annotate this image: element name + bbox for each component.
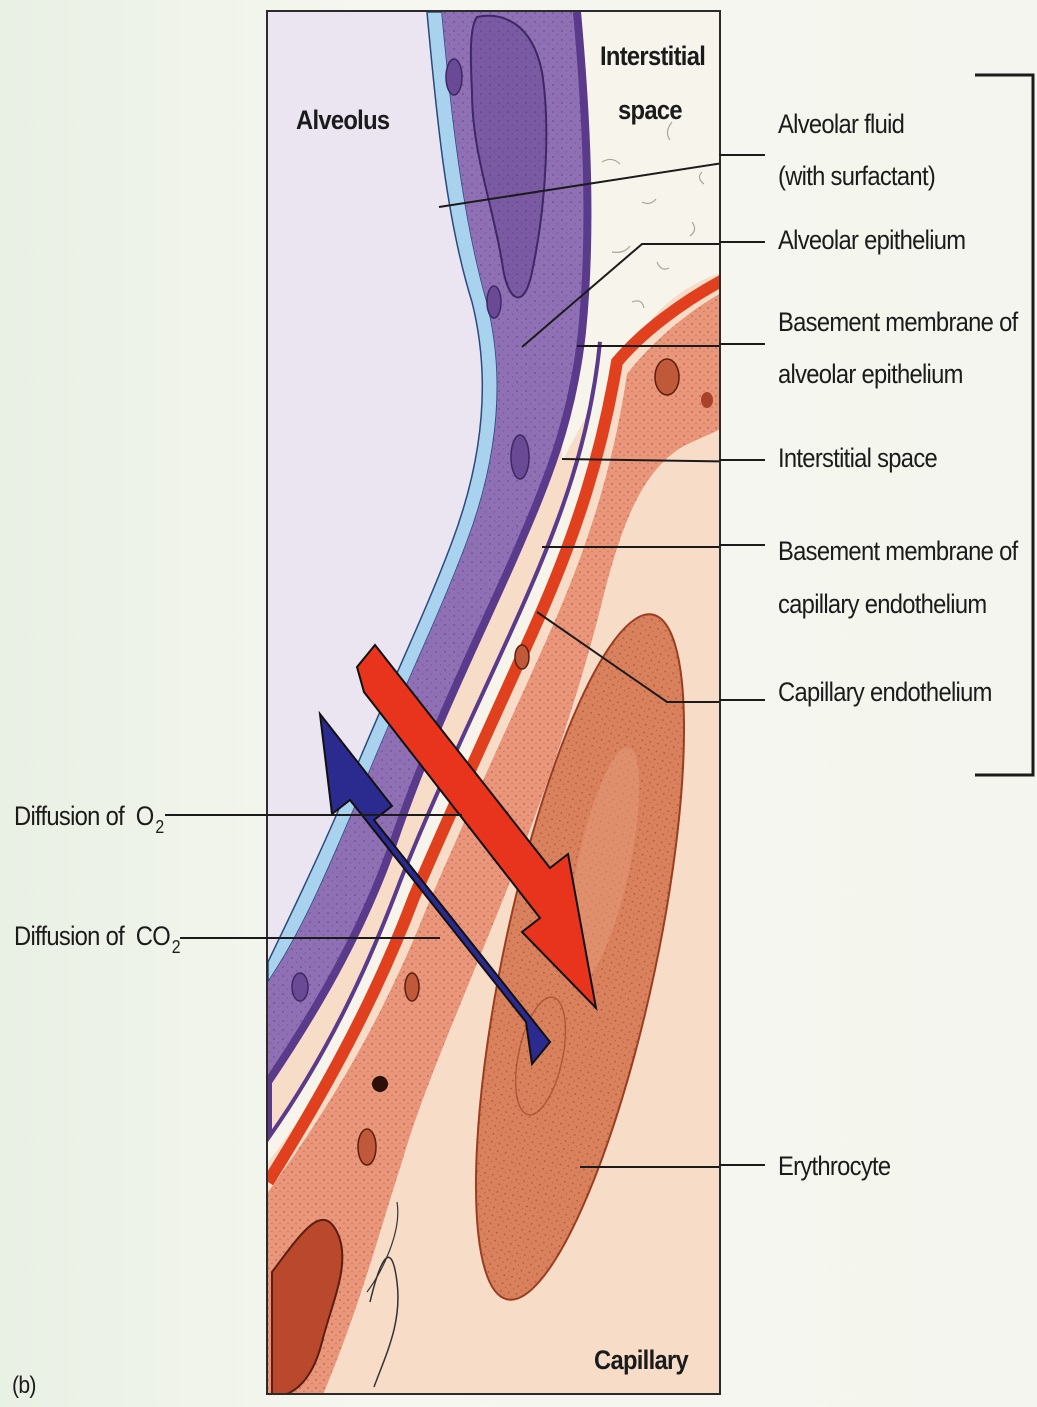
diffusion-co2-subscript: 2 bbox=[172, 937, 180, 957]
diffusion-o2-gas: O bbox=[136, 801, 154, 831]
label-alveolar-epithelium: Alveolar epithelium bbox=[778, 224, 965, 256]
diffusion-co2-prefix: Diffusion of bbox=[14, 921, 124, 951]
label-interstitial-space: Interstitial space bbox=[778, 442, 937, 474]
label-alveolar-fluid-line1: Alveolar fluid bbox=[778, 108, 904, 140]
membrane-bracket bbox=[975, 75, 1033, 775]
label-basement-capillary-line2: capillary endothelium bbox=[778, 588, 986, 620]
label-diffusion-co2: Diffusion of CO2 bbox=[14, 920, 180, 959]
label-basement-capillary-line1: Basement membrane of bbox=[778, 535, 1017, 567]
label-alveolar-fluid-line2: (with surfactant) bbox=[778, 160, 935, 192]
label-capillary-endothelium: Capillary endothelium bbox=[778, 676, 992, 708]
label-basement-alveolar-line2: alveolar epithelium bbox=[778, 358, 963, 390]
diffusion-o2-prefix: Diffusion of bbox=[14, 801, 124, 831]
diffusion-o2-subscript: 2 bbox=[155, 817, 163, 837]
label-diffusion-o2: Diffusion of O2 bbox=[14, 800, 163, 839]
diffusion-co2-gas: CO bbox=[136, 921, 170, 951]
label-basement-alveolar-line1: Basement membrane of bbox=[778, 306, 1017, 338]
label-erythrocyte: Erythrocyte bbox=[778, 1150, 890, 1182]
panel-letter: (b) bbox=[12, 1372, 36, 1401]
